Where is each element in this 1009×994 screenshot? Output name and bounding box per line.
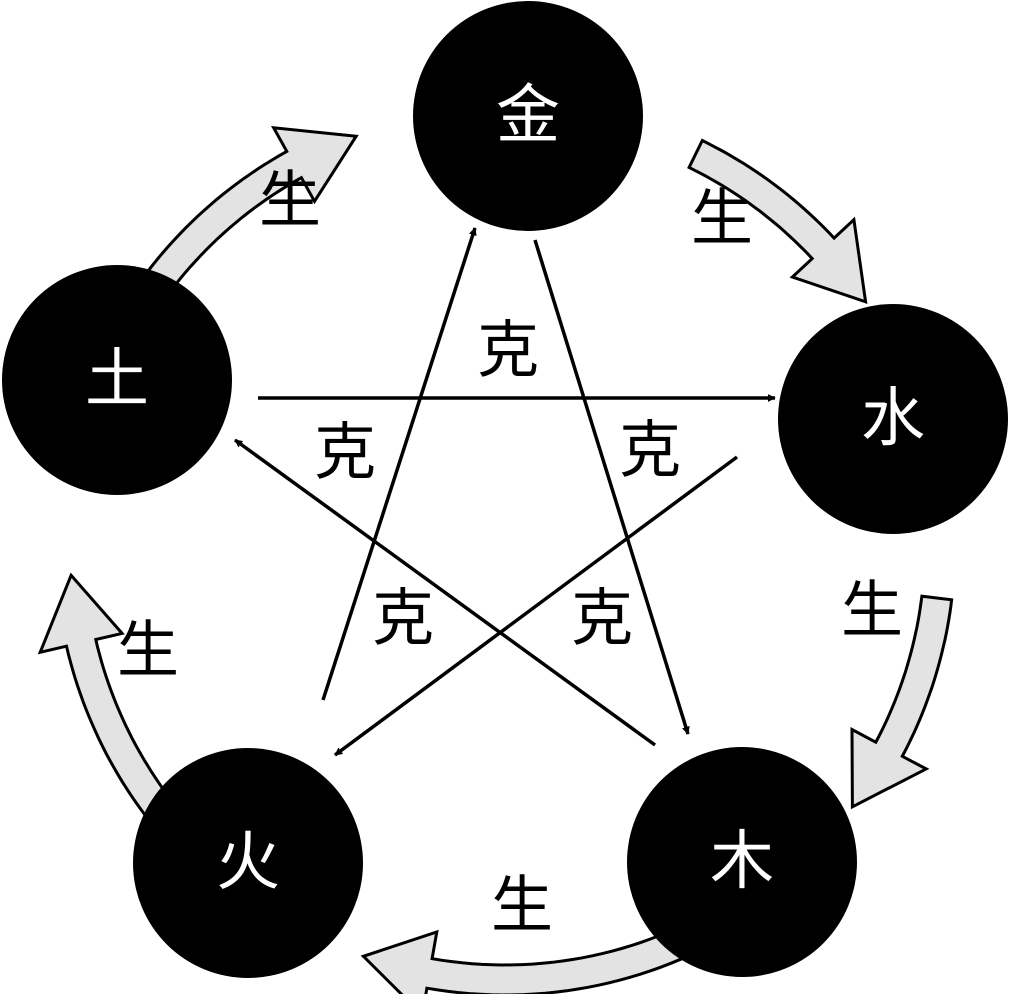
gen-label-water-wood: 生 — [841, 574, 903, 647]
control-arrow-water-fire — [333, 455, 739, 757]
control-arrow-fire-metal — [321, 227, 477, 701]
controlling-labels: 克 克 克 克 克 — [314, 314, 681, 655]
gen-label-metal-water: 生 — [691, 182, 753, 255]
control-label-fire-metal: 克 — [372, 582, 434, 655]
metal-label: 金 — [496, 79, 560, 153]
element-wood: 木 — [627, 747, 857, 977]
element-fire: 火 — [133, 748, 363, 978]
metal-node-circle — [413, 1, 643, 231]
gen-arrow-fire-earth — [37, 572, 177, 825]
water-label: 水 — [861, 382, 925, 456]
controlling-cycle — [233, 227, 776, 757]
gen-arrow-metal-water — [687, 138, 868, 305]
gen-arrow-earth-metal — [134, 126, 359, 307]
gen-label-wood-fire: 生 — [491, 869, 553, 942]
control-label-metal-wood: 克 — [619, 414, 681, 487]
earth-label: 土 — [85, 343, 149, 417]
control-label-wood-earth: 克 — [314, 416, 376, 489]
element-water: 水 — [778, 304, 1008, 534]
fire-node-circle — [133, 748, 363, 978]
water-node-circle — [778, 304, 1008, 534]
control-arrow-wood-earth — [233, 438, 657, 747]
fire-label: 火 — [216, 826, 280, 900]
earth-node-circle — [2, 265, 232, 495]
gen-arrow-water-wood — [850, 594, 954, 810]
gen-label-earth-metal: 生 — [259, 164, 321, 237]
gen-label-fire-earth: 生 — [117, 614, 179, 687]
wood-label: 木 — [710, 825, 774, 899]
generating-cycle — [37, 126, 954, 994]
gen-arrow-wood-fire — [360, 929, 683, 994]
element-earth: 土 — [2, 265, 232, 495]
control-label-water-fire: 克 — [571, 582, 633, 655]
element-metal: 金 — [413, 1, 643, 231]
control-arrow-metal-wood — [533, 239, 690, 735]
control-label-earth-water: 克 — [477, 314, 539, 387]
wood-node-circle — [627, 747, 857, 977]
generating-labels: 生 生 生 生 生 — [117, 164, 903, 942]
